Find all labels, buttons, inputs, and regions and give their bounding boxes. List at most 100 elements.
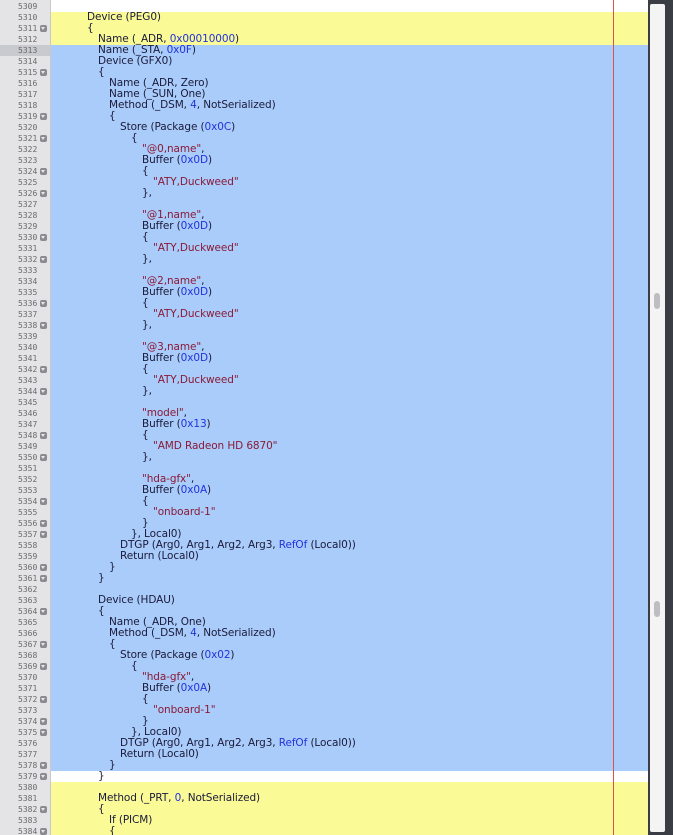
line-number: 5384 — [18, 827, 38, 835]
line-number-row: 5366 — [0, 628, 50, 639]
fold-toggle-icon[interactable] — [40, 432, 47, 439]
line-number: 5333 — [18, 266, 38, 275]
line-number-row: 5360 — [0, 562, 50, 573]
code-line: }, — [142, 320, 152, 331]
line-number: 5329 — [18, 222, 38, 231]
line-number: 5380 — [18, 783, 38, 792]
fold-toggle-icon[interactable] — [40, 498, 47, 505]
code-line: Name (_STA, 0x0F) — [98, 45, 196, 56]
fold-toggle-icon[interactable] — [40, 135, 47, 142]
code-line: { — [142, 694, 149, 705]
line-number: 5362 — [18, 585, 38, 594]
fold-toggle-icon[interactable] — [40, 531, 47, 538]
fold-toggle-icon[interactable] — [40, 564, 47, 571]
line-number: 5341 — [18, 354, 38, 363]
fold-toggle-icon[interactable] — [40, 256, 47, 263]
line-number: 5321 — [18, 134, 38, 143]
code-token: Method (_PRT, — [98, 792, 175, 804]
fold-toggle-icon[interactable] — [40, 322, 47, 329]
fold-toggle-icon[interactable] — [40, 234, 47, 241]
scroll-marker[interactable] — [654, 601, 660, 617]
line-number-row: 5320 — [0, 122, 50, 133]
code-line: { — [142, 298, 149, 309]
line-number-row: 5346 — [0, 408, 50, 419]
line-highlight — [51, 771, 648, 782]
code-token: Method (_DSM, — [109, 99, 191, 111]
line-number: 5354 — [18, 497, 38, 506]
code-token: 0 — [174, 792, 182, 804]
line-number-row: 5334 — [0, 276, 50, 287]
fold-toggle-icon[interactable] — [40, 828, 47, 835]
code-token: { — [98, 66, 105, 78]
fold-toggle-icon[interactable] — [40, 773, 47, 780]
line-number-row: 5341 — [0, 353, 50, 364]
fold-toggle-icon[interactable] — [40, 718, 47, 725]
fold-toggle-icon[interactable] — [40, 729, 47, 736]
line-number: 5312 — [18, 35, 38, 44]
fold-toggle-icon[interactable] — [40, 608, 47, 615]
fold-toggle-icon[interactable] — [40, 806, 47, 813]
line-number-row: 5331 — [0, 243, 50, 254]
code-line: { — [131, 661, 138, 672]
code-line: }, Local0) — [131, 529, 181, 540]
fold-toggle-icon[interactable] — [40, 113, 47, 120]
code-line: { — [142, 364, 149, 375]
code-line: "@1,name", — [142, 210, 204, 221]
fold-toggle-icon[interactable] — [40, 388, 47, 395]
code-token: } — [142, 715, 149, 727]
line-number-row: 5316 — [0, 78, 50, 89]
fold-toggle-icon[interactable] — [40, 366, 47, 373]
line-number: 5353 — [18, 486, 38, 495]
scrollbar[interactable] — [650, 4, 665, 832]
code-token: 0x0D — [180, 154, 208, 166]
line-number-row: 5322 — [0, 144, 50, 155]
fold-toggle-icon[interactable] — [40, 575, 47, 582]
code-line: Buffer (0x0A) — [142, 485, 211, 496]
code-token: }, — [142, 385, 152, 397]
code-token: ) — [235, 33, 240, 45]
fold-toggle-icon[interactable] — [40, 520, 47, 527]
scroll-marker[interactable] — [654, 293, 660, 309]
line-number-row: 5339 — [0, 331, 50, 342]
line-number: 5363 — [18, 596, 38, 605]
code-token: Buffer ( — [142, 286, 181, 298]
fold-toggle-icon[interactable] — [40, 454, 47, 461]
code-token: }, Local0) — [131, 528, 182, 540]
code-token: DTGP (Arg0, Arg1, Arg2, Arg3, — [120, 539, 279, 551]
code-token: } — [98, 770, 105, 782]
code-token: ) — [230, 649, 235, 661]
fold-toggle-icon[interactable] — [40, 190, 47, 197]
fold-toggle-icon[interactable] — [40, 696, 47, 703]
fold-toggle-icon[interactable] — [40, 663, 47, 670]
line-number-row: 5325 — [0, 177, 50, 188]
line-number-row: 5326 — [0, 188, 50, 199]
line-number: 5349 — [18, 442, 38, 451]
code-token: { — [142, 495, 149, 507]
fold-toggle-icon[interactable] — [40, 168, 47, 175]
code-token: "onboard-1" — [153, 704, 216, 716]
code-area[interactable]: Device (PEG0){Name (_ADR, 0x00010000)Nam… — [51, 0, 648, 835]
fold-toggle-icon[interactable] — [40, 69, 47, 76]
code-token: { — [142, 693, 149, 705]
line-number-row: 5353 — [0, 485, 50, 496]
code-line: "ATY,Duckweed" — [153, 177, 239, 188]
code-token: { — [109, 638, 116, 650]
code-token: { — [87, 22, 94, 34]
line-number-row: 5361 — [0, 573, 50, 584]
code-token: ) — [207, 220, 212, 232]
line-number-row: 5343 — [0, 375, 50, 386]
line-number: 5379 — [18, 772, 38, 781]
code-token: { — [131, 132, 138, 144]
fold-toggle-icon[interactable] — [40, 641, 47, 648]
code-line: { — [98, 804, 105, 815]
line-number-row: 5313 — [0, 45, 50, 56]
fold-toggle-icon[interactable] — [40, 300, 47, 307]
fold-toggle-icon[interactable] — [40, 762, 47, 769]
fold-toggle-icon[interactable] — [40, 25, 47, 32]
code-token: ) — [191, 44, 196, 56]
code-token: }, — [142, 319, 152, 331]
line-number-row: 5318 — [0, 100, 50, 111]
code-token: { — [109, 825, 116, 835]
